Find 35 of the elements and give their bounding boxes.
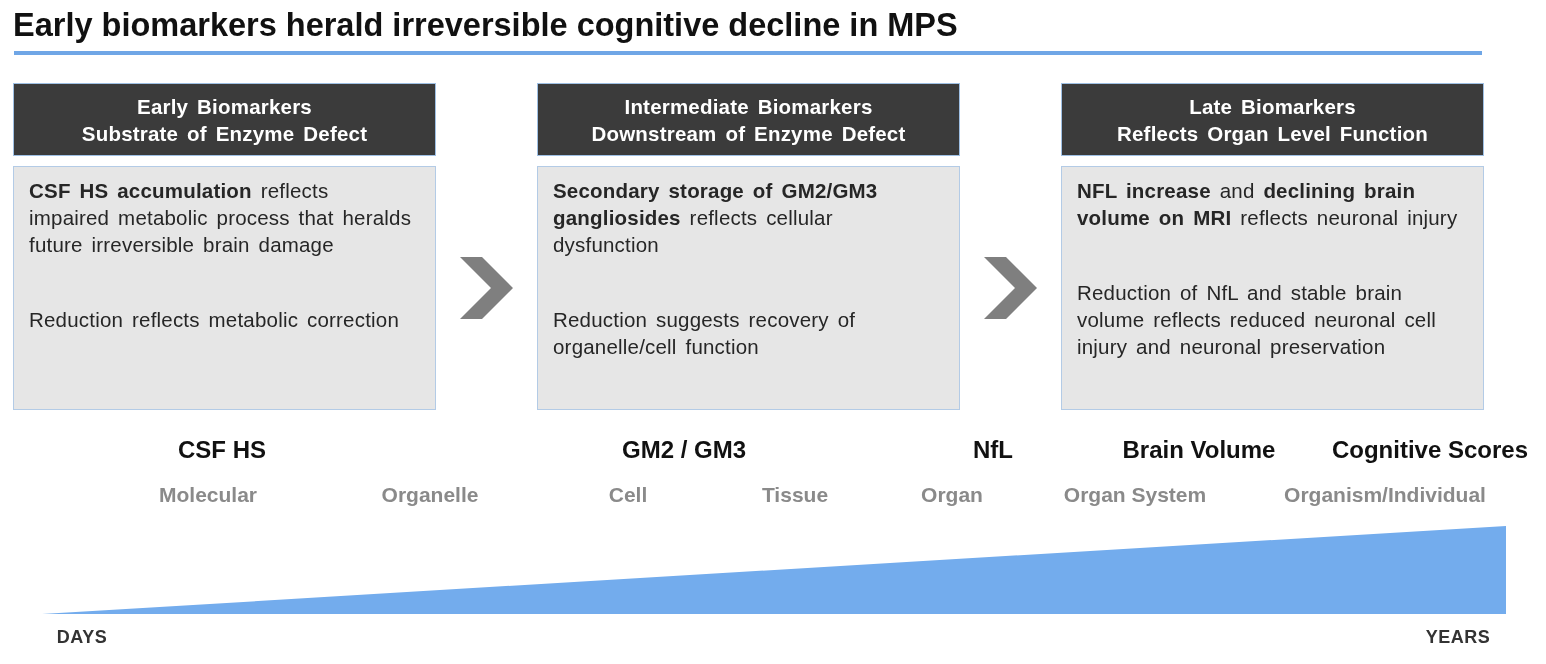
description-text: Secondary storage of GM2/GM3 gangliosides reflects cellular dysfunction xyxy=(553,178,879,258)
scale-level-label: Organelle xyxy=(381,483,479,507)
column-heading: Late Biomarkers xyxy=(1189,94,1356,120)
biomarker-label: Brain Volume xyxy=(1122,436,1276,464)
biomarker-label: Cognitive Scores xyxy=(1331,436,1529,464)
column-subheading: Substrate of Enzyme Defect xyxy=(81,121,368,147)
biomarker-label: CSF HS xyxy=(178,436,266,464)
chevron-arrow xyxy=(984,257,1037,319)
column-subheading: Reflects Organ Level Function xyxy=(1117,121,1428,147)
scale-level-label: Cell xyxy=(608,483,648,507)
scale-level-label: Organ xyxy=(921,483,983,507)
header-band xyxy=(13,83,436,156)
chevron-arrow xyxy=(460,257,513,319)
header-band xyxy=(1061,83,1484,156)
description-text: Reduction of NfL and stable brain volume reflects reduced neuronal cell injury and neuronal preservation xyxy=(1077,280,1437,360)
description-text: Reduction suggests recovery of organelle/cell function xyxy=(553,307,857,360)
scale-level-label: Organism/Individual xyxy=(1284,483,1486,507)
scale-level-label: Tissue xyxy=(761,483,829,507)
time-scale-label: DAYS xyxy=(56,626,108,648)
column-subheading: Downstream of Enzyme Defect xyxy=(591,121,906,147)
description-text: NFL increase and declining brain volume on MRI reflects neuronal injury xyxy=(1077,178,1459,231)
scale-level-label: Molecular xyxy=(159,483,257,507)
diagram-title: Early biomarkers herald irreversible cognitive decline in MPS xyxy=(13,6,958,44)
description-text: Reduction reflects metabolic correction xyxy=(29,307,400,333)
column-heading: Early Biomarkers xyxy=(137,94,312,120)
biomarker-label: NfL xyxy=(973,436,1013,464)
time-scale-label: YEARS xyxy=(1425,626,1491,648)
text-panel xyxy=(1061,166,1484,410)
text-panel xyxy=(13,166,436,410)
header-band xyxy=(537,83,960,156)
text-panel xyxy=(537,166,960,410)
description-text: CSF HS accumulation reflects impaired metabolic process that heralds future irreversible brain damage xyxy=(29,178,413,258)
biomarker-label: GM2 / GM3 xyxy=(622,436,746,464)
column-heading: Intermediate Biomarkers xyxy=(624,94,873,120)
scale-level-label: Organ System xyxy=(1063,483,1207,507)
